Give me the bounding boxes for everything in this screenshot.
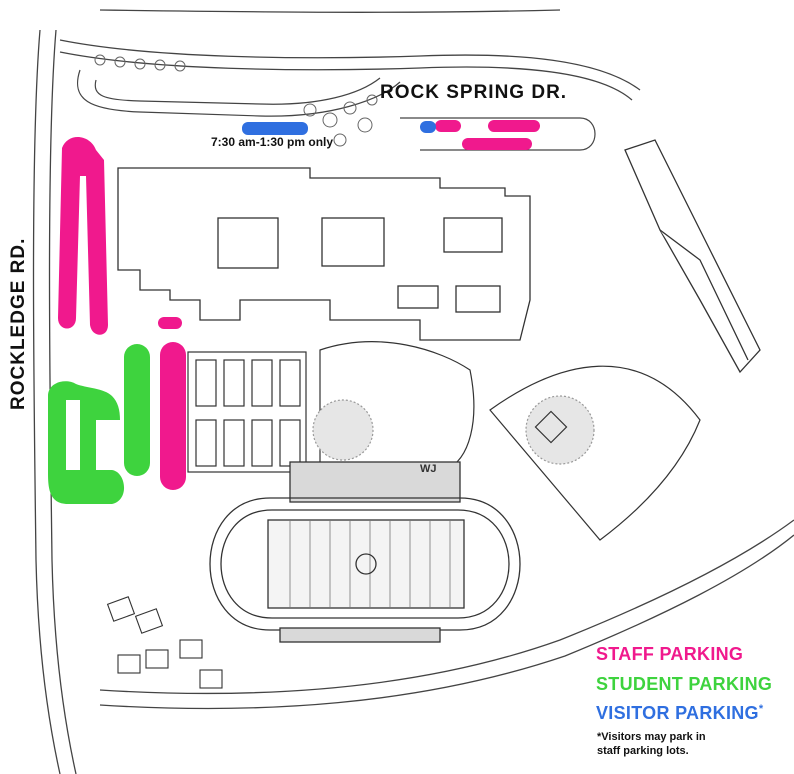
staff-parking-lots	[58, 120, 540, 490]
stadium-track	[209, 461, 521, 643]
staff-lot-west	[58, 136, 108, 335]
staff-lot-north-3	[462, 138, 532, 150]
student-lot-east	[124, 344, 150, 476]
legend-note-line-2: staff parking lots.	[597, 745, 689, 757]
legend-staff-parking: STAFF PARKING	[596, 644, 744, 664]
visitor-lot-hours-label: 7:30 am-1:30 pm only	[211, 135, 334, 149]
rockledge-rd-label: ROCKLEDGE RD.	[8, 128, 30, 410]
rock-spring-dr-label: ROCK SPRING DR.	[380, 82, 568, 103]
legend-visitor-parking: VISITOR PARKING*	[596, 703, 763, 724]
baseball-field-west	[312, 341, 475, 471]
rockledge-rd-text: ROCKLEDGE RD.	[8, 237, 29, 410]
staff-lot-courts	[160, 342, 186, 490]
visitor-parking-lots	[242, 121, 436, 135]
student-lot-main	[48, 381, 125, 504]
visitor-lot-north	[242, 122, 308, 135]
visitor-lot-circle	[420, 121, 436, 133]
legend-visitor-text: VISITOR PARKING	[596, 703, 759, 723]
legend-note-line-1: *Visitors may park in	[597, 731, 706, 743]
adjacent-building	[624, 139, 761, 374]
staff-lot-north-1	[435, 120, 461, 132]
legend-visitor-asterisk: *	[758, 703, 764, 715]
tennis-courts	[187, 351, 307, 473]
landscaping	[94, 54, 378, 147]
staff-lot-small	[158, 317, 182, 329]
school-building	[117, 167, 531, 341]
field-stencil-text: WJ	[420, 463, 437, 475]
legend-visitor-note: *Visitors may park in staff parking lots…	[597, 730, 787, 758]
staff-lot-north-2	[488, 120, 540, 132]
legend-student-parking: STUDENT PARKING	[596, 674, 773, 694]
residential-buildings	[106, 596, 223, 689]
road-linework	[32, 9, 794, 774]
baseball-field-east	[489, 365, 701, 541]
north-loop-drive	[76, 69, 596, 151]
student-parking-lots	[48, 344, 150, 504]
